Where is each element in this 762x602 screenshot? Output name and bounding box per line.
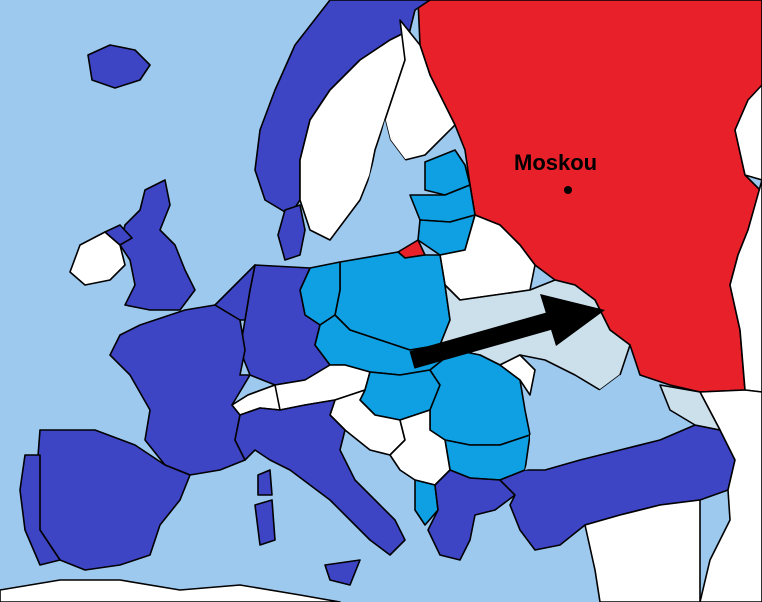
- arrow-icon: [409, 294, 605, 369]
- region-finland: [384, 19, 456, 161]
- capital-label: Moskou: [514, 150, 597, 175]
- region-north-east-white: [734, 84, 762, 181]
- region-italy: [234, 399, 406, 556]
- region-north-africa: [0, 579, 341, 602]
- region-greece: [427, 469, 516, 561]
- region-iceland: [87, 44, 151, 89]
- black-sea: [525, 375, 700, 470]
- region-sicily: [324, 559, 361, 586]
- arrow-shaft: [409, 309, 563, 369]
- region-portugal: [19, 454, 61, 566]
- region-caucasus: [699, 389, 762, 602]
- region-denmark: [277, 204, 306, 261]
- city-dot-icon: [564, 186, 572, 194]
- region-corsica: [257, 469, 273, 496]
- region-sardinia: [254, 499, 276, 546]
- region-middle-east: [584, 499, 701, 602]
- baltic-sea: [360, 120, 420, 220]
- region-turkey: [499, 424, 736, 551]
- region-northern-ireland: [104, 224, 133, 246]
- region-benelux: [214, 264, 256, 321]
- arrow-head: [540, 294, 605, 346]
- region-albania: [414, 479, 439, 526]
- region-caspian-light: [659, 384, 721, 431]
- region-moldova: [499, 354, 536, 396]
